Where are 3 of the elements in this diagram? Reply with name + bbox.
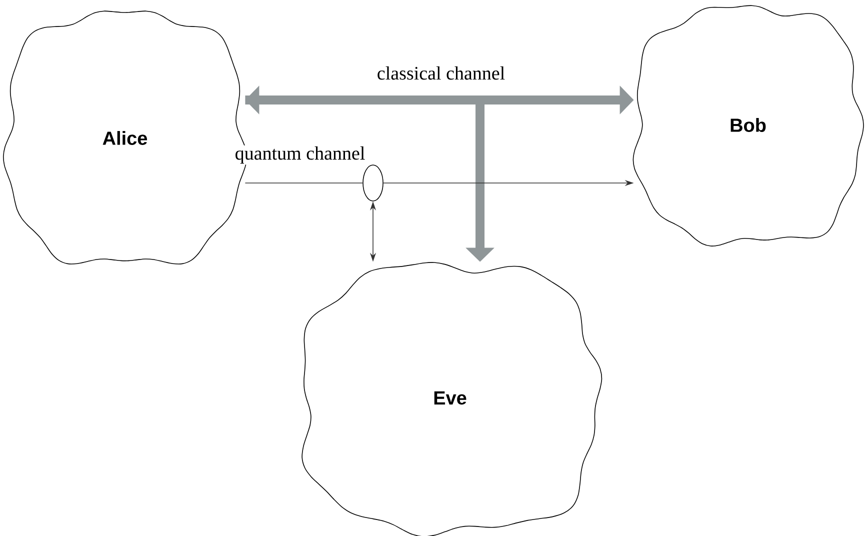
edge-label: classical channel — [376, 65, 506, 81]
edge-label: quantum channel — [234, 145, 366, 165]
tap-ellipse — [362, 164, 384, 202]
